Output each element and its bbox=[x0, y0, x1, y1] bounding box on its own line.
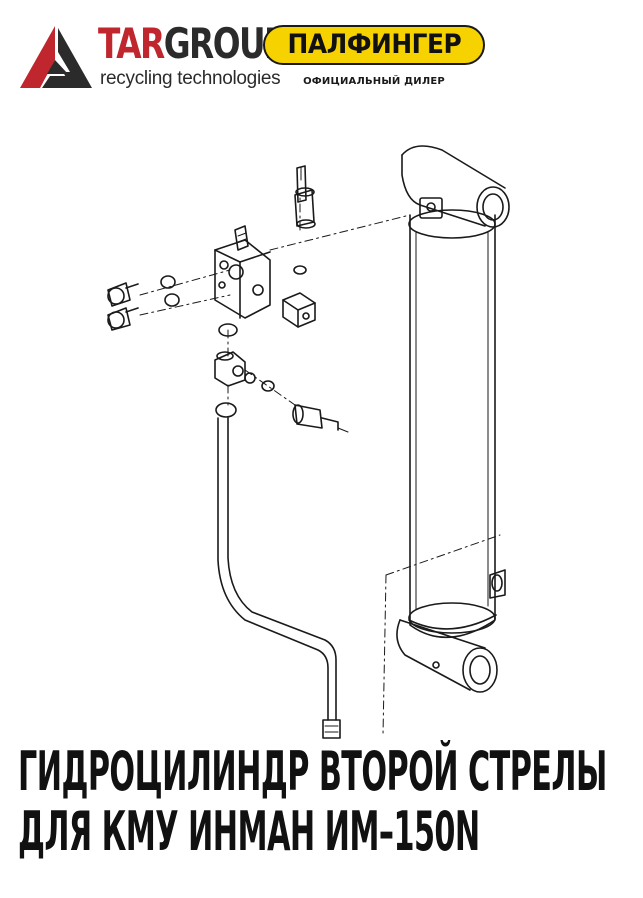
top-eye bbox=[401, 145, 510, 228]
mid-fitting bbox=[214, 323, 275, 392]
solenoid-box bbox=[282, 292, 316, 328]
dealer-badge: ПАЛФИНГЕР bbox=[263, 25, 485, 65]
brand-tagline: recycling technologies bbox=[100, 68, 281, 89]
targroup-logo-icon bbox=[20, 26, 92, 88]
page-title: ГИДРОЦИЛИНДР ВТОРОЙ СТРЕЛЫ ДЛЯ КМУ ИНМАН… bbox=[18, 742, 607, 862]
left-fittings bbox=[107, 275, 180, 331]
title-line-2: ДЛЯ КМУ ИНМАН ИМ–150N bbox=[18, 800, 480, 863]
cylinder-body bbox=[408, 209, 497, 639]
bottom-eye bbox=[396, 619, 498, 693]
centerlines bbox=[139, 194, 501, 736]
brand-name-red: TAR bbox=[98, 19, 165, 68]
hydraulic-cylinder-drawing bbox=[107, 145, 510, 739]
hydraulic-pipe bbox=[215, 402, 341, 739]
dealer-badge-label: ПАЛФИНГЕР bbox=[287, 29, 461, 60]
valve-block bbox=[214, 225, 271, 319]
solenoid-top bbox=[293, 165, 316, 275]
title-line-1: ГИДРОЦИЛИНДР ВТОРОЙ СТРЕЛЫ bbox=[18, 740, 607, 803]
header: TARGROUP recycling technologies ПАЛФИНГЕ… bbox=[0, 0, 643, 100]
dealer-subtitle: ОФИЦИАЛЬНЫЙ ДИЛЕР bbox=[303, 76, 445, 87]
brand-name: TARGROUP bbox=[98, 19, 288, 68]
pressure-sensor bbox=[292, 404, 349, 433]
side-port bbox=[489, 569, 506, 599]
